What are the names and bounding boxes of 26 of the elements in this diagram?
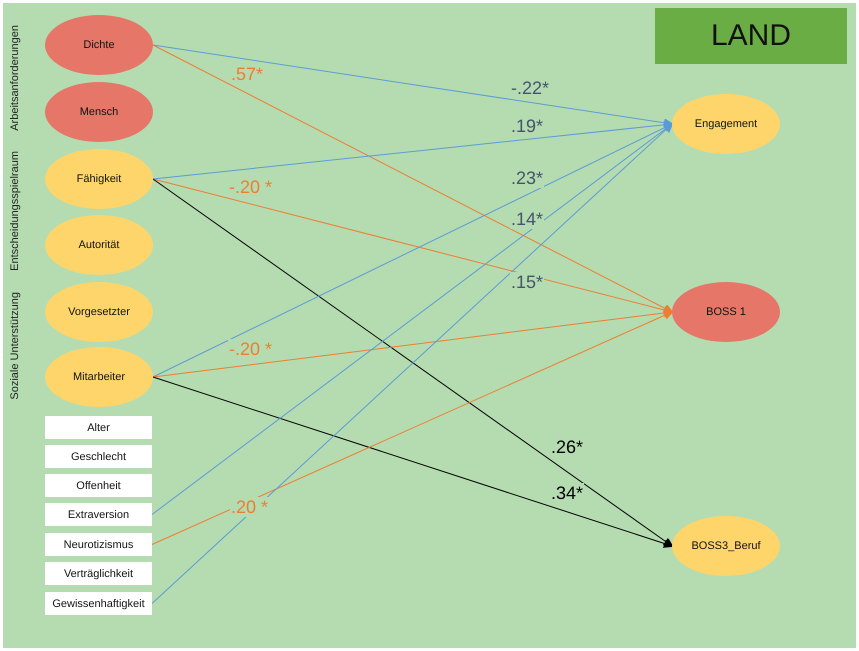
arrow <box>152 178 674 548</box>
group-label: Entscheidungsspielraum <box>9 151 22 271</box>
arrow <box>152 376 674 548</box>
ellipse-node: Vorgesetzter <box>45 282 153 342</box>
title-box: LAND <box>655 8 847 64</box>
arrow <box>152 44 674 313</box>
variable-box: Verträglichkeit <box>45 562 152 585</box>
ellipse-node: Mensch <box>45 82 153 142</box>
variable-box: Neurotizismus <box>45 533 152 556</box>
ellipse-node: Engagement <box>672 94 780 154</box>
variable-box: Geschlecht <box>45 445 152 468</box>
arrow <box>152 311 674 545</box>
ellipse-node: Autorität <box>45 215 153 275</box>
ellipse-node: BOSS3_Beruf <box>672 516 780 576</box>
ellipse-node: Fähigkeit <box>45 149 153 209</box>
variable-box: Extraversion <box>45 503 152 526</box>
ellipse-node: Mitarbeiter <box>45 347 153 407</box>
variable-box: Gewissenhaftigkeit <box>45 592 152 615</box>
ellipse-node: Dichte <box>45 15 153 75</box>
edge-label: .20 * <box>230 497 270 517</box>
ellipse-node: BOSS 1 <box>672 282 780 342</box>
group-label: Arbeitsanforderungen <box>9 25 22 131</box>
variable-box: Alter <box>45 416 152 439</box>
group-label: Soziale Unterstützung <box>9 292 22 400</box>
edge-label: .23* <box>510 168 544 188</box>
variable-box: Offenheit <box>45 474 152 497</box>
